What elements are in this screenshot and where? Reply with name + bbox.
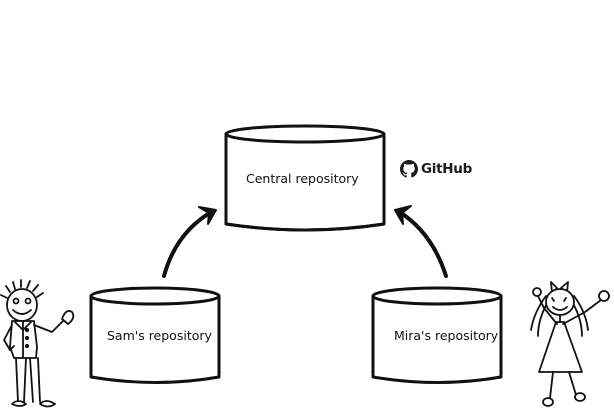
mira-repository-cylinder [371,286,503,384]
central-repository-label: Central repository [246,171,359,186]
sam-repository-cylinder [89,286,221,384]
mira-repository-label: Mira's repository [394,328,499,343]
central-repository-cylinder [224,124,386,232]
push-arrow-right [394,205,448,278]
github-logo: GitHub [400,160,472,178]
github-wordmark: GitHub [421,161,472,177]
push-arrow-left [162,206,217,278]
stick-figure-girl-icon [530,281,610,407]
github-octocat-icon [400,160,418,178]
sam-repository-label: Sam's repository [107,328,212,343]
stick-figure-boy-icon [0,279,75,408]
